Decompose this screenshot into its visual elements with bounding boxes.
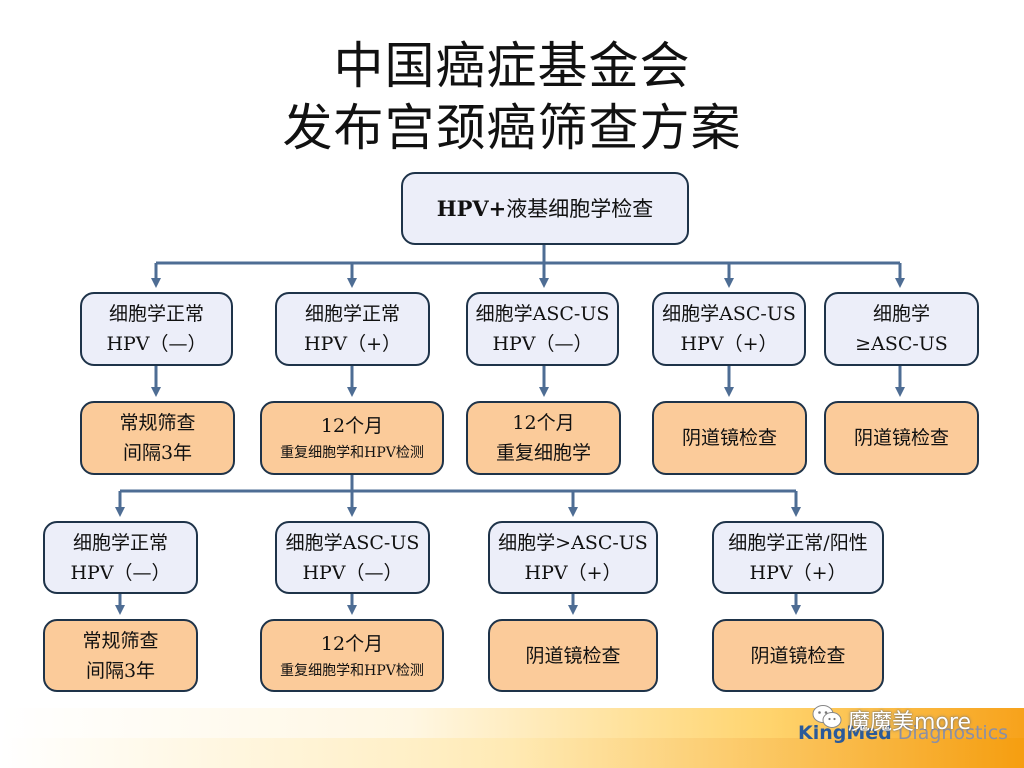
level2-box-4: 细胞学正常/阳性 HPV（+）: [712, 521, 884, 594]
watermark: 魔魔美more: [812, 704, 971, 736]
level2-box-1: 细胞学正常 HPV（—）: [43, 521, 198, 594]
footer-band-accent: [0, 738, 1024, 768]
action2-box-3: 阴道镜检查: [488, 619, 658, 692]
box-line-2: ≥ASC-US: [855, 333, 948, 355]
action1-box-5: 阴道镜检查: [824, 401, 979, 475]
box-line-1: 细胞学正常: [108, 303, 204, 325]
box-line-1: 细胞学正常/阳性: [728, 531, 868, 554]
box-line-1: 阴道镜检查: [681, 427, 777, 449]
level1-box-5: 细胞学 ≥ASC-US: [824, 292, 979, 366]
root-text: 液基细胞学检查: [506, 196, 654, 221]
level1-box-3: 细胞学ASC-US HPV（—）: [466, 292, 619, 366]
level1-box-4: 细胞学ASC-US HPV（+）: [652, 292, 806, 366]
box-line-2: HPV（+）: [680, 333, 778, 355]
box-line-1: 阴道镜检查: [525, 644, 621, 667]
box-line-1: 细胞学: [872, 303, 930, 325]
wechat-icon: [812, 704, 842, 736]
brand-logo: KingMed Diagnostics: [798, 722, 1008, 744]
box-line-1: 阴道镜检查: [853, 427, 949, 449]
box-line-2: HPV（+）: [749, 561, 847, 584]
box-line-2: HPV（—）: [106, 333, 207, 355]
action1-box-1: 常规筛查 间隔3年: [80, 401, 235, 475]
box-line-2: HPV（—）: [492, 333, 593, 355]
box-line-1: 常规筛查: [82, 629, 159, 652]
action1-box-2: 12个月 重复细胞学和HPV检测: [260, 401, 444, 475]
level1-box-2: 细胞学正常 HPV（+）: [275, 292, 430, 366]
box-line-1: 细胞学正常: [304, 303, 400, 325]
box-line-1: 细胞学ASC-US: [662, 303, 796, 325]
box-line-1: 细胞学ASC-US: [475, 303, 610, 325]
box-line-1: 细胞学ASC-US: [285, 531, 420, 554]
action1-box-3: 12个月 重复细胞学: [466, 401, 621, 475]
box-line-2: 间隔3年: [85, 659, 156, 682]
box-line-1: 细胞学正常: [72, 531, 168, 554]
box-line-1: 常规筛查: [119, 412, 196, 434]
brand-logo-light: Diagnostics: [891, 722, 1009, 744]
box-line-2: HPV（+）: [304, 333, 401, 355]
action2-box-4: 阴道镜检查: [712, 619, 884, 692]
action2-box-1: 常规筛查 间隔3年: [43, 619, 198, 692]
action1-box-4: 阴道镜检查: [652, 401, 807, 475]
box-line-2: HPV（—）: [302, 561, 403, 584]
box-line-2: HPV（—）: [70, 561, 171, 584]
box-line-2: HPV（+）: [524, 561, 622, 584]
level2-box-3: 细胞学>ASC-US HPV（+）: [488, 521, 658, 594]
action2-box-2: 12个月 重复细胞学和HPV检测: [260, 619, 444, 692]
title-line-2: 发布宫颈癌筛查方案: [282, 99, 742, 157]
box-line-2: 间隔3年: [122, 442, 193, 464]
root-bold-text: HPV+: [436, 195, 507, 221]
root-box: HPV+液基细胞学检查: [401, 172, 689, 245]
brand-logo-bold: KingMed: [798, 722, 892, 744]
box-line-2: 重复细胞学和HPV检测: [280, 445, 424, 461]
box-line-1: 12个月: [512, 412, 575, 434]
box-line-2: 重复细胞学: [495, 442, 591, 464]
box-line-1: 12个月: [320, 632, 384, 655]
box-line-1: 阴道镜检查: [750, 644, 846, 667]
box-line-1: 12个月: [320, 415, 384, 437]
level1-box-1: 细胞学正常 HPV（—）: [80, 292, 233, 366]
title-line-1: 中国癌症基金会: [333, 37, 691, 95]
watermark-text: 魔魔美more: [848, 710, 971, 735]
box-line-2: 重复细胞学和HPV检测: [280, 662, 424, 679]
box-line-1: 细胞学>ASC-US: [498, 531, 648, 554]
level2-box-2: 细胞学ASC-US HPV（—）: [275, 521, 430, 594]
